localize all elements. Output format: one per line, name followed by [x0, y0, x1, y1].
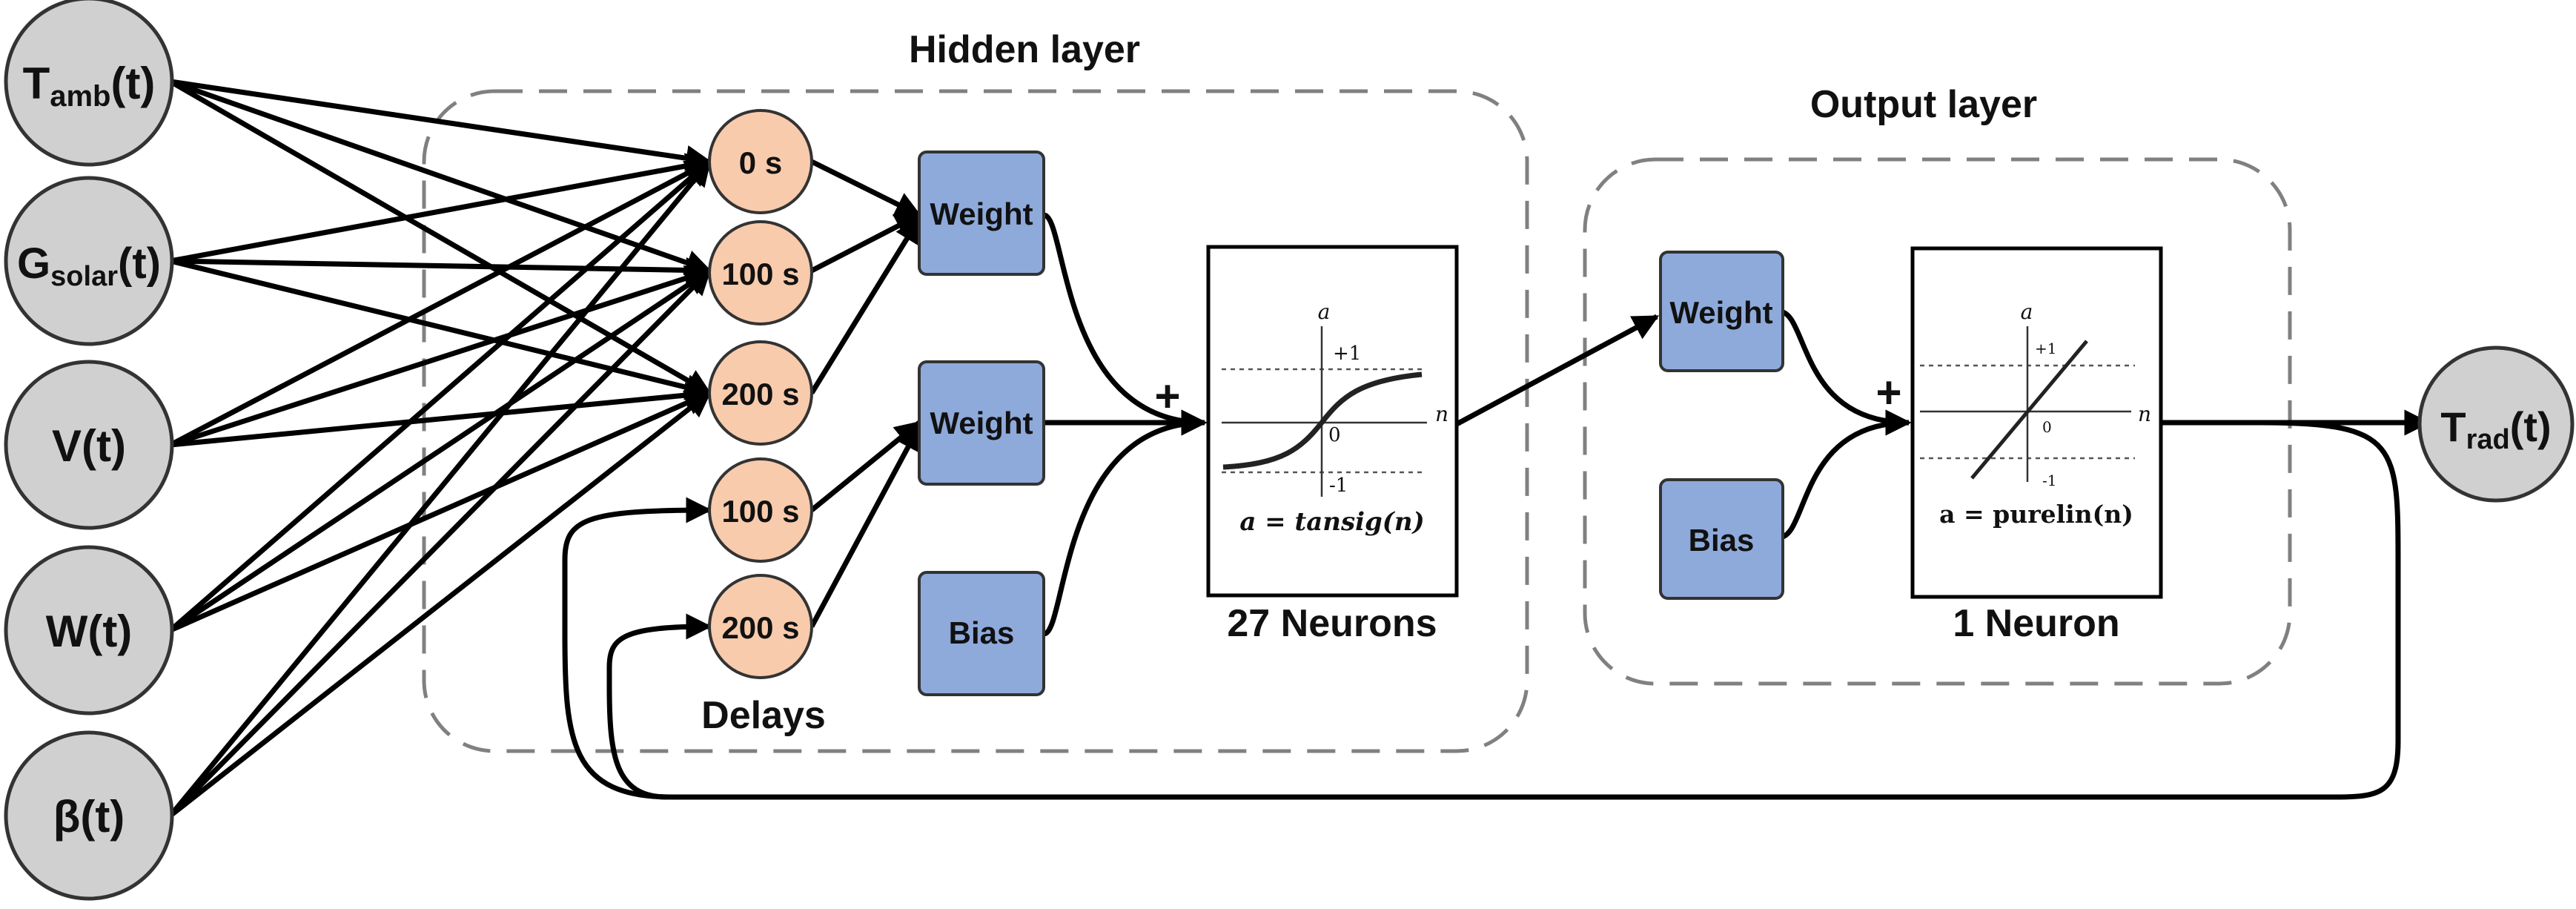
output-weight-box: Weight: [1659, 251, 1784, 372]
hidden-sum-symbol: +: [1154, 371, 1180, 421]
trad-sub: rad: [2466, 424, 2510, 455]
delay-label: 200 s: [721, 610, 799, 645]
output-bias-box: Bias: [1659, 478, 1784, 600]
delay-label: 0 s: [739, 145, 782, 180]
trad-suffix: (t): [2510, 403, 2552, 450]
delays-label: Delays: [701, 694, 826, 737]
hidden-weight-box-2: Weight: [918, 360, 1045, 486]
weight-label: Weight: [1669, 295, 1772, 330]
input-node-w: W(t): [4, 545, 174, 715]
feedback-delay-node-200s: 200 s: [708, 574, 813, 679]
svg-text:Trad(t): Trad(t): [2440, 403, 2551, 455]
feedback-loop: [562, 420, 2401, 800]
output-neurons-label: 1 Neuron: [1953, 602, 2119, 645]
purelin-formula: a = purelin(n): [1939, 500, 2133, 529]
output-node-trad: Trad(t): [2417, 346, 2575, 503]
plus-one-label: +1: [1333, 343, 1361, 365]
delay-label: 100 s: [721, 257, 799, 291]
tansig-formula: a = tansig(n): [1239, 507, 1424, 537]
trad-main: T: [2440, 403, 2466, 450]
weight-label: Weight: [930, 406, 1033, 440]
tansig-neuron: a n +1 -1 0 a = tansig(n): [1206, 245, 1459, 598]
weight-label: Weight: [930, 196, 1033, 231]
delay-node-100s: 100 s: [708, 220, 813, 325]
hidden-to-output-connection: [1455, 314, 1660, 427]
delay-node-0s: 0 s: [708, 109, 813, 214]
tamb-suffix: (t): [110, 59, 155, 108]
gsolar-suffix: (t): [118, 239, 161, 288]
purelin-neuron: a n +1 -1 0 a = purelin(n): [1910, 246, 2163, 599]
gsolar-main: G: [17, 239, 50, 288]
minus-one-label: -1: [1329, 475, 1348, 497]
beta-label: β(t): [53, 792, 125, 842]
input-node-tamb: Tamb(t): [4, 0, 174, 167]
y-axis-label: a: [1318, 300, 1331, 324]
output-layer-title: Output layer: [1810, 83, 2037, 126]
zero-label: 0: [1328, 424, 1341, 446]
output-sum-connections: [1778, 308, 1912, 541]
w-label: W(t): [46, 606, 133, 656]
delay-label: 200 s: [721, 377, 799, 411]
bias-label: Bias: [1689, 523, 1755, 558]
tansig-curve: [1222, 371, 1423, 470]
minus-one-label: -1: [2042, 472, 2056, 489]
delay-node-200s: 200 s: [708, 340, 813, 446]
delay-label: 100 s: [721, 494, 799, 529]
input-node-beta: β(t): [4, 730, 174, 901]
hidden-layer-title: Hidden layer: [909, 28, 1140, 71]
v-label: V(t): [52, 421, 126, 471]
gsolar-sub: solar: [50, 261, 118, 292]
input-node-gsolar: Gsolar(t): [4, 176, 174, 346]
x-axis-label: n: [1435, 402, 1448, 426]
tamb-sub: amb: [50, 80, 110, 113]
zero-label: 0: [2042, 418, 2052, 436]
tamb-main: T: [23, 59, 50, 108]
x-axis-label: n: [2138, 402, 2151, 426]
hidden-neurons-label: 27 Neurons: [1227, 602, 1437, 645]
purelin-line: [1970, 340, 2088, 480]
input-node-v: V(t): [4, 360, 174, 530]
hidden-sum-connections: [1042, 212, 1208, 637]
svg-text:Gsolar(t): Gsolar(t): [17, 239, 161, 292]
feedback-loop-inner: [606, 613, 712, 800]
delay-connections: [809, 159, 922, 628]
hidden-weight-box-1: Weight: [918, 151, 1045, 276]
output-sum-symbol: +: [1875, 368, 1901, 417]
y-axis-label: a: [2021, 300, 2033, 324]
bias-label: Bias: [949, 615, 1015, 650]
svg-text:Tamb(t): Tamb(t): [23, 59, 156, 113]
hidden-bias-box: Bias: [918, 571, 1045, 696]
input-connections: [168, 79, 712, 818]
feedback-delay-node-100s: 100 s: [708, 457, 813, 563]
plus-one-label: +1: [2035, 340, 2056, 357]
